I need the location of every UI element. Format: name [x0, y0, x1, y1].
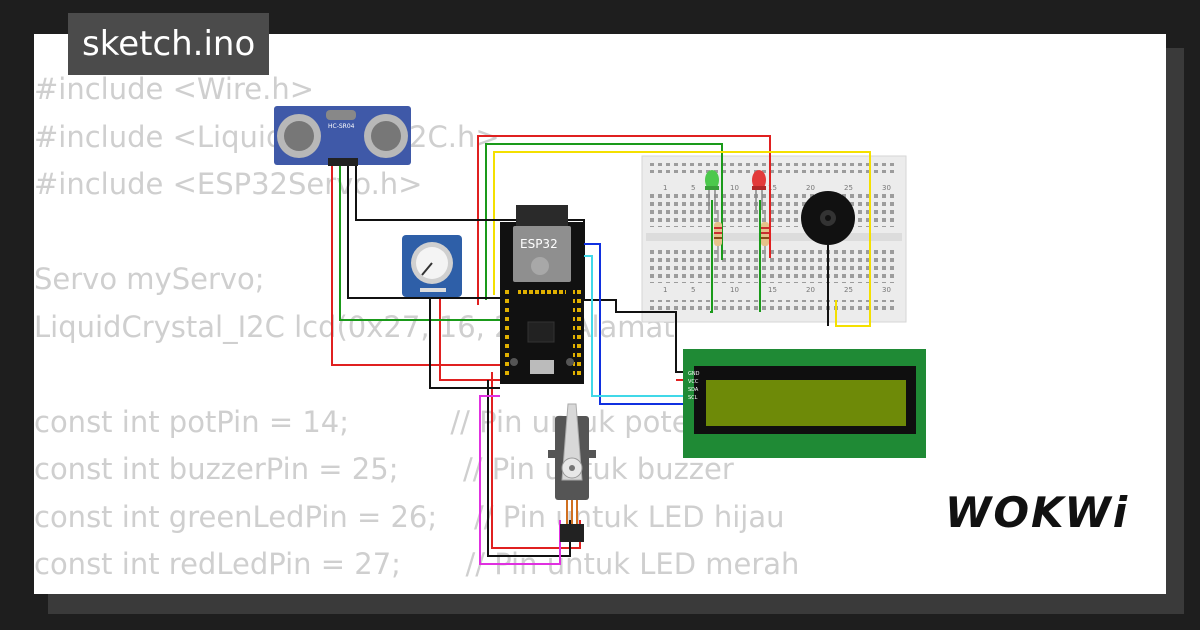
code-line: Servo myServo; [34, 262, 265, 296]
green-led [705, 170, 719, 210]
ultrasonic-sensor: HC-SR04 [274, 106, 411, 166]
bb-col-number: 15 [768, 286, 777, 294]
sensor-label: HC-SR04 [328, 123, 355, 130]
bb-col-number: 10 [730, 286, 739, 294]
lcd-pin-label: SCL [688, 395, 698, 401]
bb-col-number: 30 [882, 286, 891, 294]
bb-col-number: 25 [844, 184, 853, 192]
bb-col-number: 20 [806, 286, 815, 294]
bb-col-number: 5 [691, 184, 695, 192]
esp32-label: ESP32 [520, 237, 558, 251]
file-tab[interactable]: sketch.ino [68, 13, 270, 75]
breadboard: 1 5 10 15 20 25 30 1 5 10 15 20 25 30 [641, 155, 907, 323]
bb-col-number: 10 [730, 184, 739, 192]
lcd-pin-label: SDA [688, 387, 699, 393]
bb-col-number: 20 [806, 184, 815, 192]
code-line: const int greenLedPin = 26; // Pin untuk… [34, 499, 785, 534]
bb-col-number: 1 [663, 184, 667, 192]
code-preview: #include <Wire.h>#include <LiquidCrystal… [34, 66, 799, 589]
lcd-pin-label: VCC [688, 379, 699, 385]
code-line: #include <ESP32Servo.h> [34, 167, 423, 201]
wokwi-logo: WOKWi [945, 488, 1130, 537]
resistor [714, 210, 722, 262]
code-line: const int redLedPin = 27; // Pin untuk L… [34, 547, 800, 581]
servo-motor [548, 403, 596, 542]
red-led [752, 170, 766, 210]
code-line: #include <Wire.h> [34, 72, 315, 106]
bb-col-number: 25 [844, 286, 853, 294]
esp32-board: ESP32 [500, 205, 584, 384]
potentiometer [402, 235, 462, 297]
buzzer [801, 191, 855, 245]
bb-col-number: 15 [768, 184, 777, 192]
bb-col-number: 30 [882, 184, 891, 192]
resistor [761, 210, 769, 262]
lcd-display: GND VCC SDA SCL [683, 349, 926, 458]
bb-col-number: 1 [663, 286, 667, 294]
bb-col-number: 5 [691, 286, 695, 294]
lcd-pin-label: GND [688, 371, 700, 377]
